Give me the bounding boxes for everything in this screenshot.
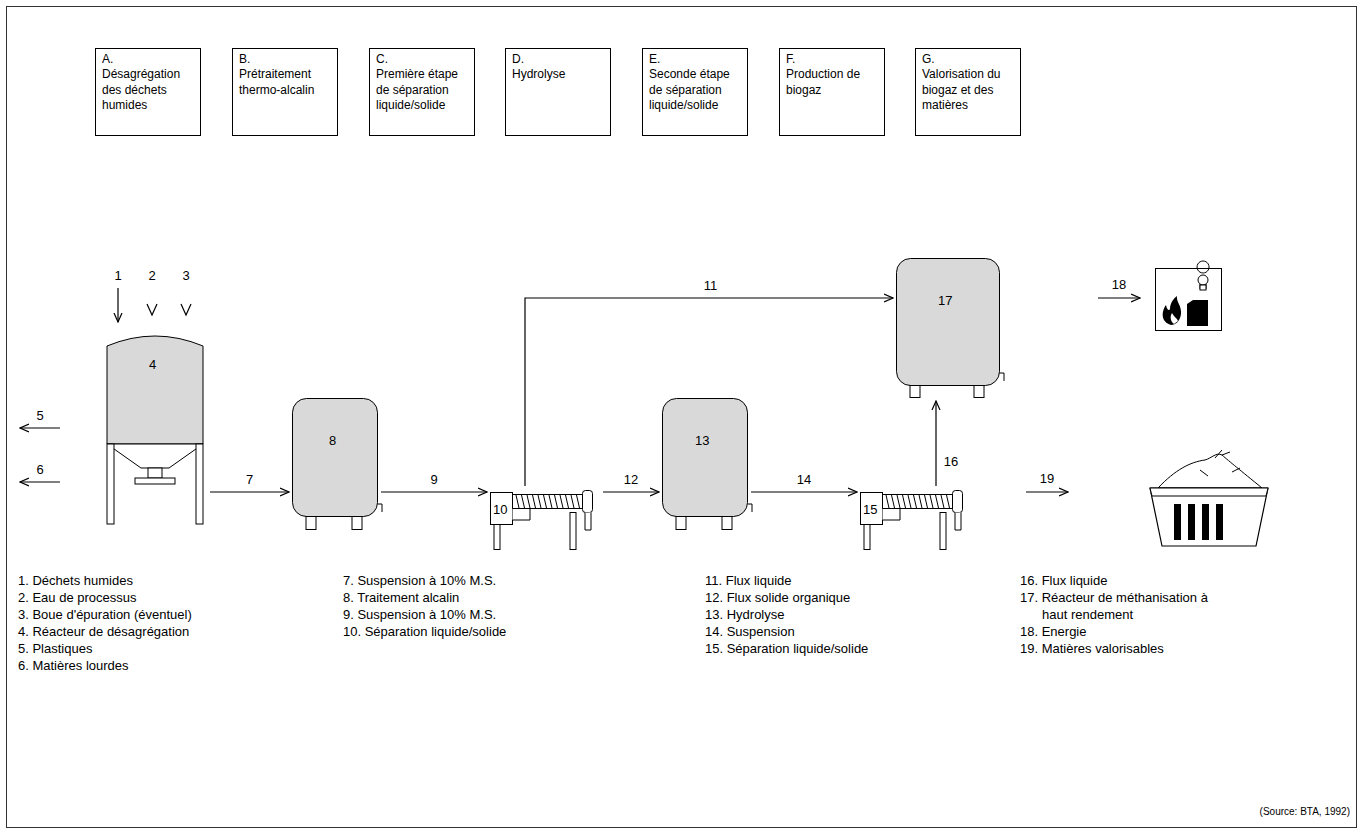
stage-box: A.Désagrégation des déchets humides xyxy=(95,48,201,136)
flow-number: 11 xyxy=(702,279,720,294)
flow-number: 14 xyxy=(795,473,813,488)
callout-number: 3 xyxy=(182,269,189,284)
key-entry: 10. Séparation liquide/solide xyxy=(343,623,673,640)
input-chevron xyxy=(181,304,191,315)
stage-text: Première étape de séparation liquide/sol… xyxy=(376,67,469,113)
stage-box: E.Seconde étape de séparation liquide/so… xyxy=(642,48,748,136)
key-entry: 1. Déchets humides xyxy=(18,572,318,589)
stage-box: D.Hydrolyse xyxy=(505,48,611,136)
flow-arrow xyxy=(603,491,659,492)
stage-text: E. xyxy=(649,52,742,67)
stage-box: G.Valorisation du biogaz et des matières xyxy=(915,48,1021,136)
stage-text: D. xyxy=(512,52,605,67)
key-column: 11. Flux liquide12. Flux solide organiqu… xyxy=(705,572,1005,657)
key-entry: 14. Suspension xyxy=(705,623,1005,640)
stage-text: Hydrolyse xyxy=(512,67,605,82)
process-unit: 10 xyxy=(490,486,600,550)
callout-number: 17 xyxy=(938,294,952,308)
process-unit: 17 xyxy=(896,258,1000,398)
container-icon xyxy=(1150,450,1268,546)
callout-number: 10 xyxy=(493,503,507,517)
stage-text: Désagrégation des déchets humides xyxy=(102,67,195,113)
stage-text: A. xyxy=(102,52,195,67)
output-arrow xyxy=(20,427,60,428)
key-entry: 2. Eau de processus xyxy=(18,589,318,606)
frame xyxy=(7,7,1357,828)
input-arrow xyxy=(117,288,118,322)
stage-text: B. xyxy=(239,52,332,67)
callout-number: 8 xyxy=(329,434,336,448)
key-entry: 17. Réacteur de méthanisation à haut ren… xyxy=(1020,589,1232,623)
output-arrow xyxy=(20,481,60,482)
key-entry: 9. Suspension à 10% M.S. xyxy=(343,606,673,623)
stage-text: Valorisation du biogaz et des matières xyxy=(922,67,1015,113)
process-unit: 15 xyxy=(860,486,970,550)
stage-box: B.Prétraitement thermo-alcalin xyxy=(232,48,338,136)
stage-text: Seconde étape de séparation liquide/soli… xyxy=(649,67,742,113)
key-entry: 3. Boue d'épuration (éventuel) xyxy=(18,606,318,623)
hopper-outline xyxy=(103,326,207,526)
key-entry: 5. Plastiques xyxy=(18,640,318,657)
input-chevron xyxy=(147,304,157,315)
callout-number: 1 xyxy=(114,269,121,284)
flow-number: 12 xyxy=(622,473,640,488)
material-arrow xyxy=(1026,491,1068,492)
flow-number: 16 xyxy=(942,455,960,470)
stage-text: C. xyxy=(376,52,469,67)
process-unit: 8 xyxy=(292,398,378,530)
key-entry: 13. Hydrolyse xyxy=(705,606,1005,623)
callout-number: 15 xyxy=(863,503,877,517)
key-entry: 7. Suspension à 10% M.S. xyxy=(343,572,673,589)
stage-text: F. xyxy=(786,52,879,67)
stage-text: Prétraitement thermo-alcalin xyxy=(239,67,332,98)
tank-outline xyxy=(662,398,748,530)
stage-box: F.Production de biogaz xyxy=(779,48,885,136)
flow-number: 9 xyxy=(428,473,439,488)
callout-number: 6 xyxy=(36,463,43,478)
key-entry: 12. Flux solide organique xyxy=(705,589,1005,606)
key-entry: 15. Séparation liquide/solide xyxy=(705,640,1005,657)
callout-number: 19 xyxy=(1040,472,1054,487)
tank-outline xyxy=(896,258,1000,398)
callout-number: 4 xyxy=(149,358,156,372)
key-column: 1. Déchets humides2. Eau de processus3. … xyxy=(18,572,318,674)
key-entry: 6. Matières lourdes xyxy=(18,657,318,674)
key-column: 16. Flux liquide17. Réacteur de méthanis… xyxy=(1020,572,1232,657)
key-entry: 18. Energie xyxy=(1020,623,1232,640)
source-caption: (Source: BTA, 1992) xyxy=(1260,806,1350,817)
stage-text: G. xyxy=(922,52,1015,67)
energy-icon xyxy=(1156,261,1222,330)
callout-number: 5 xyxy=(36,409,43,424)
flow-number: 7 xyxy=(244,473,255,488)
callout-number: 18 xyxy=(1112,278,1126,293)
flow-arrow xyxy=(751,491,857,492)
stage-text: Production de biogaz xyxy=(786,67,879,98)
stage-box: C.Première étape de séparation liquide/s… xyxy=(369,48,475,136)
key-entry: 19. Matières valorisables xyxy=(1020,640,1232,657)
sep-outline xyxy=(490,486,600,550)
tank-outline xyxy=(292,398,378,530)
key-entry: 8. Traitement alcalin xyxy=(343,589,673,606)
flow-arrow xyxy=(935,401,936,486)
callout-number: 13 xyxy=(695,434,709,448)
process-unit: 13 xyxy=(662,398,748,530)
key-column: 7. Suspension à 10% M.S.8. Traitement al… xyxy=(343,572,673,640)
process-unit: 4 xyxy=(103,326,207,526)
flow-arrow xyxy=(381,491,487,492)
flow-arrow xyxy=(210,491,289,492)
energy-arrow xyxy=(1098,297,1140,298)
key-entry: 4. Réacteur de désagrégation xyxy=(18,623,318,640)
key-entry: 11. Flux liquide xyxy=(705,572,1005,589)
key-entry: 16. Flux liquide xyxy=(1020,572,1232,589)
sep-outline xyxy=(860,486,970,550)
callout-number: 2 xyxy=(148,269,155,284)
